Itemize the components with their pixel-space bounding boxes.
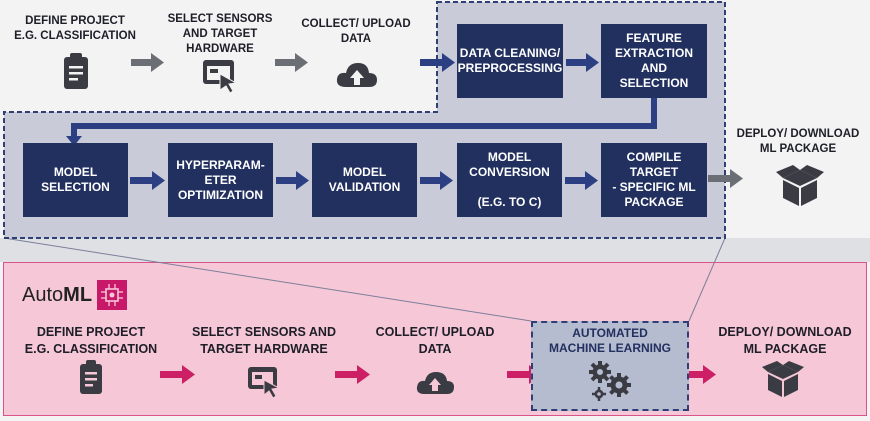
model-conversion-box: MODEL CONVERSION (E.G. TO C) xyxy=(457,143,562,217)
feature-extraction-box: FEATURE EXTRACTION AND SELECTION xyxy=(601,24,707,98)
clipboard-icon xyxy=(64,53,88,89)
compile-target-box: COMPILE TARGET - SPECIFIC ML PACKAGE xyxy=(601,143,707,217)
deploy-download-label: DEPLOY/ DOWNLOAD ML PACKAGE xyxy=(736,128,860,155)
clipboard-icon xyxy=(80,360,102,394)
define-project-label: DEFINE PROJECT E.G. CLASSIFICATION xyxy=(14,15,136,42)
automl-define-project-label: DEFINE PROJECT E.G. CLASSIFICATION xyxy=(24,325,158,356)
touch-screen-icon xyxy=(248,367,281,399)
funnel-line-left xyxy=(3,237,532,322)
gray-arrows xyxy=(131,53,743,188)
automl-deploy-download-label: DEPLOY/ DOWNLOAD ML PACKAGE xyxy=(718,325,852,356)
automl-logo: AutoML xyxy=(22,284,92,307)
select-sensors-label: SELECT SENSORS AND TARGET HARDWARE xyxy=(167,13,273,55)
wrap-connector xyxy=(71,98,657,138)
automl-logo-prefix: Auto xyxy=(22,284,64,306)
automl-chip-icon xyxy=(97,280,127,310)
package-box-icon xyxy=(776,165,824,206)
model-selection-box: MODEL SELECTION xyxy=(23,143,128,217)
pipeline-dashed-outline xyxy=(3,1,726,239)
cloud-upload-icon xyxy=(416,372,454,394)
automl-collect-upload-label: COLLECT/ UPLOAD DATA xyxy=(375,325,495,356)
funnel-line-right xyxy=(688,237,726,322)
model-validation-box: MODEL VALIDATION xyxy=(312,143,417,217)
cloud-upload-icon xyxy=(336,63,377,87)
automated-ml-label: AUTOMATED MACHINE LEARNING xyxy=(549,326,671,355)
automl-select-sensors-label: SELECT SENSORS AND TARGET HARDWARE xyxy=(191,325,336,356)
package-box-icon xyxy=(762,361,804,397)
hyperparameter-box: HYPERPARAM- ETER OPTIMIZATION xyxy=(168,143,273,217)
automated-ml-box xyxy=(531,321,689,411)
separator-band xyxy=(0,238,870,262)
touch-screen-icon xyxy=(203,60,238,94)
navy-arrows xyxy=(130,53,599,190)
data-cleaning-box: DATA CLEANING/ PREPROCESSING xyxy=(457,24,563,98)
collect-upload-label: COLLECT/ UPLOAD DATA xyxy=(301,18,411,45)
automl-logo-suffix: ML xyxy=(63,284,93,306)
